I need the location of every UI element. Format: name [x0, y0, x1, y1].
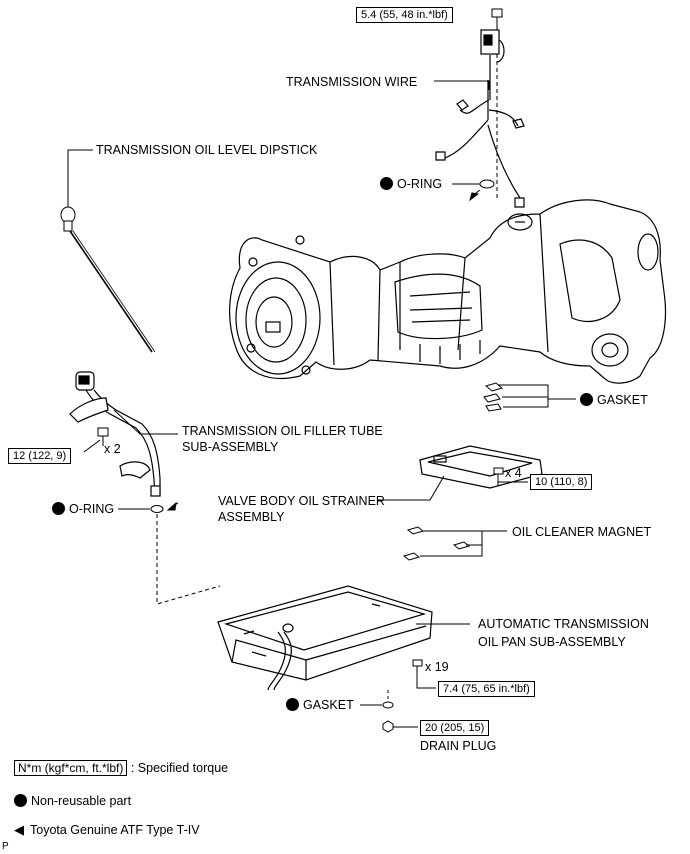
lower-gasket-label: GASKET [286, 698, 354, 712]
lower-o-ring-text: O-RING [69, 502, 115, 516]
right-gaskets-drawing [483, 382, 576, 412]
oil-pan-label-line1: AUTOMATIC TRANSMISSION [478, 617, 649, 631]
filler-tube-bolt-drawing [97, 427, 109, 446]
drain-plug-torque: 20 (205, 15) [420, 720, 490, 736]
filler-tube-bolt-torque: 12 (122, 9) [8, 448, 72, 464]
upper-o-ring-label: O-RING [380, 177, 442, 191]
strainer-label: VALVE BODY OIL STRAINER ASSEMBLY [218, 493, 385, 525]
upper-o-ring-text: O-RING [397, 177, 443, 191]
non-reusable-dot-icon [14, 794, 27, 807]
oil-pan-drawing [217, 585, 433, 691]
lower-o-ring-drawing [150, 505, 164, 513]
strainer-label-line2: ASSEMBLY [218, 510, 285, 524]
drain-plug-drawing [382, 720, 394, 733]
oil-pan-label: AUTOMATIC TRANSMISSION OIL PAN SUB-ASSEM… [478, 615, 649, 651]
corner-mark: P [2, 841, 9, 852]
legend-torque-text: : Specified torque [130, 761, 229, 775]
strainer-label-line1: VALVE BODY OIL STRAINER [218, 494, 385, 508]
strainer-bolt-torque: 10 (110, 8) [530, 474, 593, 490]
transmission-drawing [229, 199, 667, 384]
filler-tube-bolt-leader [83, 439, 101, 453]
filler-tube-label-line2: SUB-ASSEMBLY [182, 440, 279, 454]
strainer-bolt-qty: x 4 [505, 466, 522, 480]
strainer-bolt-drawing [493, 467, 504, 486]
legend-torque: N*m (kgf*cm, ft.*lbf) : Specified torque [14, 760, 229, 776]
legend-atf: ◀ Toyota Genuine ATF Type T-IV [14, 822, 200, 838]
filler-tube-label-line1: TRANSMISSION OIL FILLER TUBE [182, 424, 383, 438]
drain-plug-label: DRAIN PLUG [420, 739, 497, 753]
non-reusable-dot-icon [286, 698, 299, 711]
wire-bolt-drawing [491, 8, 503, 26]
strainer-leader [378, 475, 445, 501]
upper-atf-arrow-drawing [469, 189, 481, 202]
filler-route-dash [156, 514, 221, 605]
non-reusable-dot-icon [380, 177, 393, 190]
dipstick-drawing [60, 206, 156, 353]
upper-o-ring-drawing [479, 179, 495, 189]
left-arrow-icon: ◀ [14, 822, 24, 837]
legend-torque-box: N*m (kgf*cm, ft.*lbf) [14, 760, 128, 776]
oil-pan-label-line2: OIL PAN SUB-ASSEMBLY [478, 635, 626, 649]
legend-non-reusable: Non-reusable part [14, 794, 131, 809]
filler-tube-leader [113, 409, 178, 435]
filler-tube-bolt-qty: x 2 [104, 442, 121, 456]
non-reusable-dot-icon [52, 502, 65, 515]
lower-o-ring-label: O-RING [52, 502, 114, 516]
lower-atf-arrow-drawing [166, 501, 179, 511]
dipstick-label: TRANSMISSION OIL LEVEL DIPSTICK [96, 143, 318, 157]
right-gasket-text: GASKET [597, 393, 648, 407]
transmission-wire-label: TRANSMISSION WIRE [286, 75, 418, 89]
filler-tube-drawing [69, 371, 161, 497]
oil-pan-bolt-leader [416, 676, 436, 689]
legend-non-reusable-text: Non-reusable part [31, 794, 132, 808]
lower-gasket-drawing [382, 701, 394, 709]
dipstick-leader [67, 149, 93, 208]
oil-pan-bolt-qty: x 19 [425, 660, 449, 674]
magnet-label: OIL CLEANER MAGNET [512, 525, 652, 539]
right-gasket-label: GASKET [580, 393, 648, 407]
filler-tube-label: TRANSMISSION OIL FILLER TUBE SUB-ASSEMBL… [182, 423, 383, 455]
oil-pan-bolt-torque: 7.4 (75, 65 in.*lbf) [438, 681, 535, 697]
transmission-wire-drawing [435, 29, 525, 208]
lower-gasket-text: GASKET [303, 698, 354, 712]
wire-leader [434, 80, 490, 90]
legend-atf-text: Toyota Genuine ATF Type T-IV [30, 823, 200, 837]
non-reusable-dot-icon [580, 393, 593, 406]
wire-bolt-torque: 5.4 (55, 48 in.*lbf) [356, 7, 453, 23]
magnets-drawing [402, 526, 507, 561]
